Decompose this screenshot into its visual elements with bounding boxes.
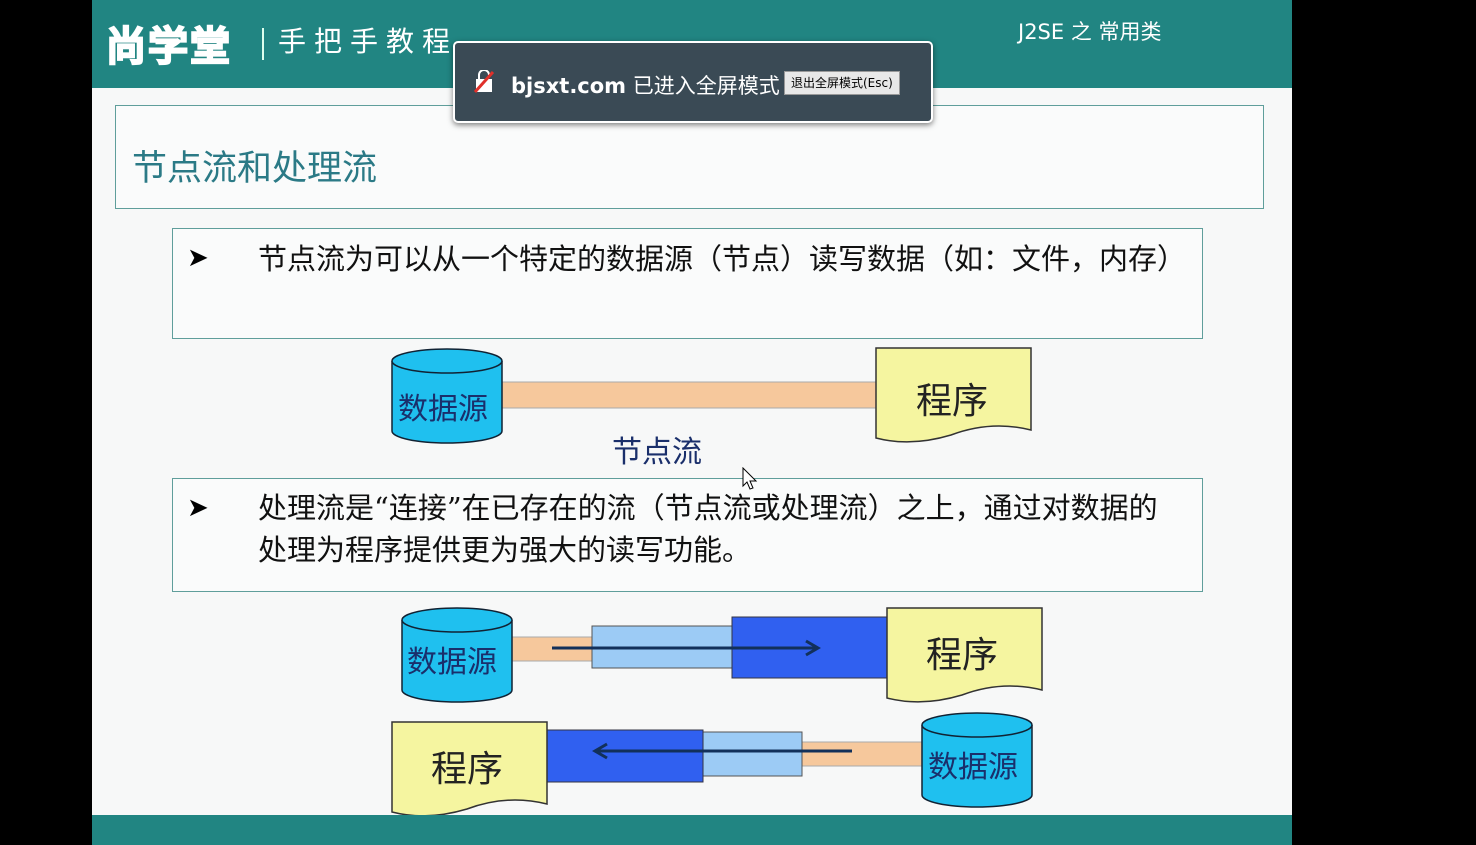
site-name: bjsxt.com [511,74,627,98]
processing-stream-light [701,731,803,777]
slide-footer [92,815,1292,845]
program-label: 程序 [926,635,999,676]
bullet-text-1: 节点流为可以从一个特定的数据源（节点）读写数据（如：文件，内存） [258,242,1187,276]
data-source-label: 数据源 [407,645,497,680]
course-title: J2SE 之 常用类 [1018,20,1162,44]
bullet-text-2: 处理流是“连接”在已存在的流（节点流或处理流）之上，通过对数据的处理为程序提供更… [258,491,1158,567]
notice-text: 已进入全屏模式 [632,74,780,98]
divider [262,28,264,60]
node-stream-pipe [499,381,879,409]
fullscreen-message: bjsxt.com 已进入全屏模式 [511,70,780,100]
exit-fullscreen-button[interactable]: 退出全屏模式(Esc) [784,71,900,95]
bullet-arrow-icon: ➤ [187,243,209,273]
fullscreen-notice: bjsxt.com 已进入全屏模式 退出全屏模式(Esc) [453,41,933,123]
slide-title: 节点流和处理流 [132,149,378,189]
processing-stream-dark [546,729,704,783]
node-stream-pipe [799,741,925,767]
bullet-box-2: ➤ 处理流是“连接”在已存在的流（节点流或处理流）之上，通过对数据的处理为程序提… [172,478,1203,592]
program-label: 程序 [431,749,504,790]
bullet-arrow-icon: ➤ [187,493,209,523]
bullet-box-1: ➤ 节点流为可以从一个特定的数据源（节点）读写数据（如：文件，内存） [172,228,1203,339]
data-source-label: 数据源 [928,750,1018,785]
node-stream-label: 节点流 [612,435,702,470]
tagline: 手把手教程 [278,25,459,58]
mouse-cursor-icon [742,467,758,490]
lock-icon [473,70,495,94]
program-label: 程序 [916,381,989,422]
data-source-label: 数据源 [398,392,488,427]
logo: 尚学堂 [105,23,232,71]
